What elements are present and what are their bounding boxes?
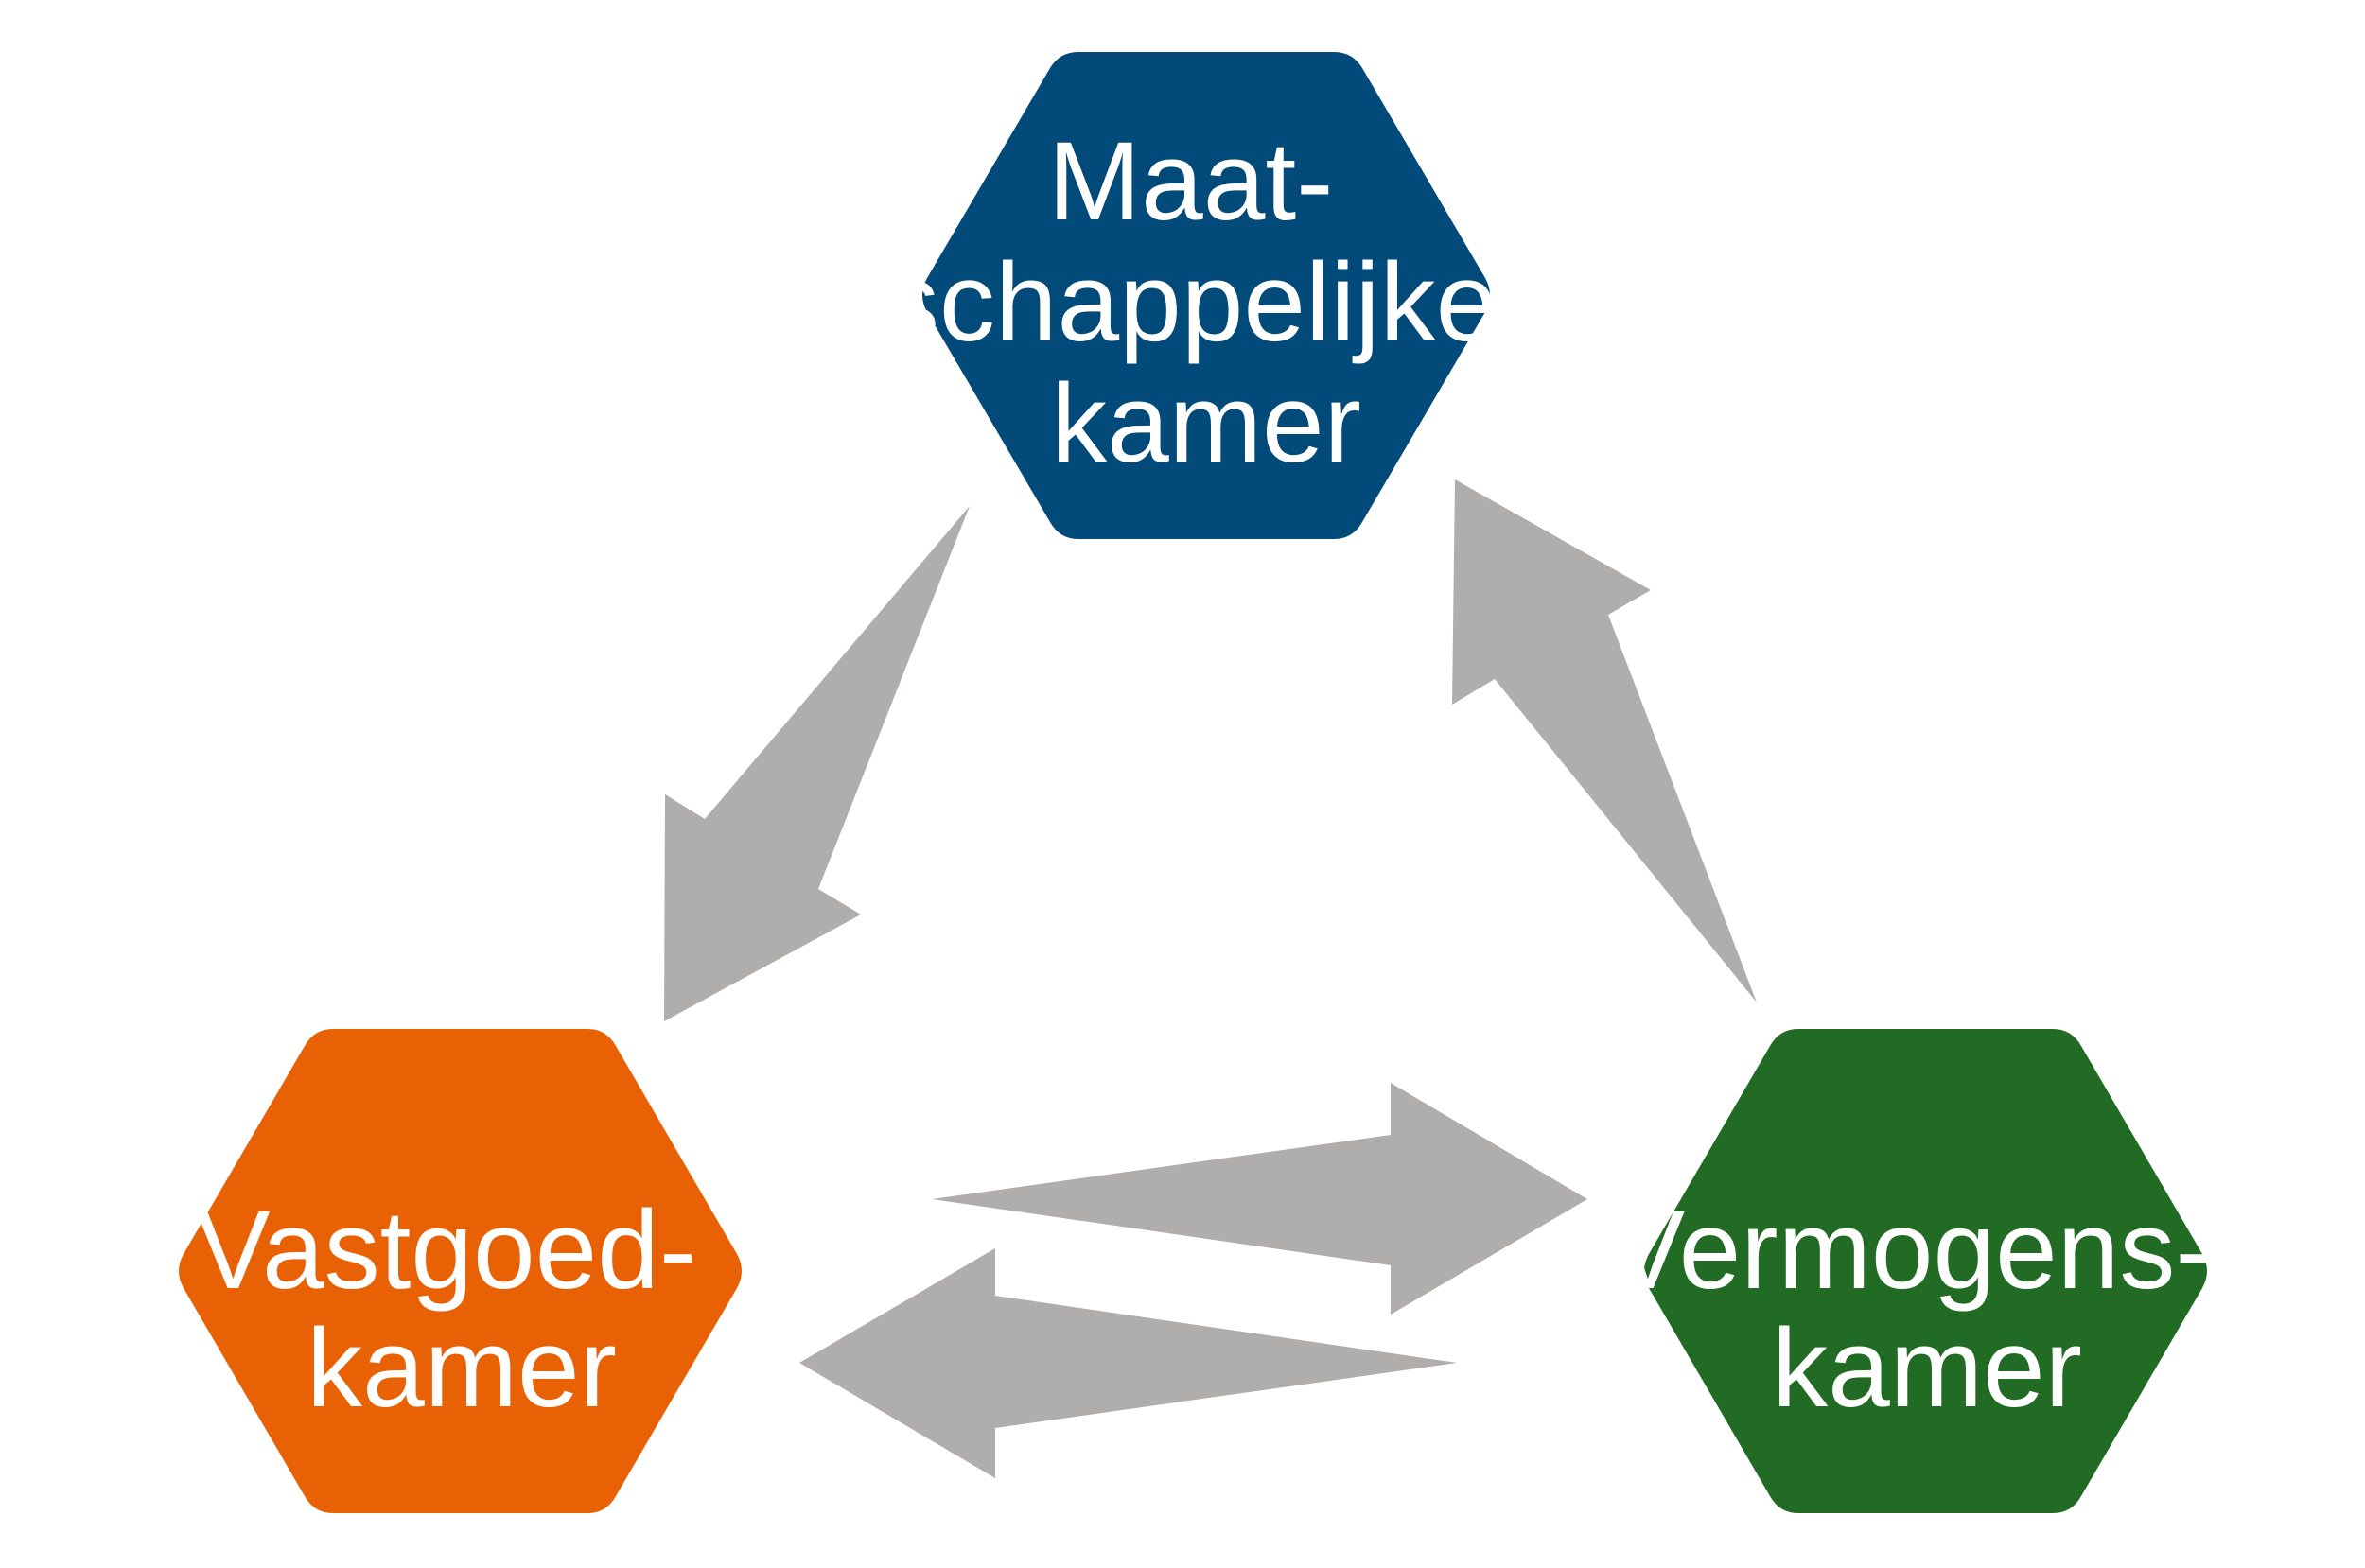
label-maatschappelijke-kamer: Maat- schappelijke kamer (884, 119, 1529, 486)
label-line: Maat- (1048, 119, 1334, 244)
label-vastgoedkamer: Vastgoed- kamer (196, 1188, 727, 1431)
arrow-vermogens-to-maatschappelijk (1452, 479, 1757, 1002)
label-line: schappelijke (884, 240, 1498, 365)
label-line: Vastgoed- (196, 1188, 696, 1313)
arrow-maatschappelijk-to-vastgoed (664, 506, 970, 1021)
label-vermogenskamer: Vermogens- kamer (1610, 1188, 2243, 1431)
hexagon-vastgoedkamer (179, 1029, 742, 1513)
label-line: Vermogens- (1610, 1188, 2212, 1313)
hexagon-vermogenskamer (1644, 1029, 2207, 1513)
label-line: kamer (1772, 1306, 2082, 1431)
hexagon-maatschappelijke-kamer (922, 52, 1490, 539)
label-line: kamer (307, 1306, 617, 1431)
arrow-vastgoed-to-vermogens (932, 1083, 1587, 1315)
arrow-vermogens-to-vastgoed (799, 1248, 1457, 1478)
label-line: kamer (1051, 361, 1361, 486)
